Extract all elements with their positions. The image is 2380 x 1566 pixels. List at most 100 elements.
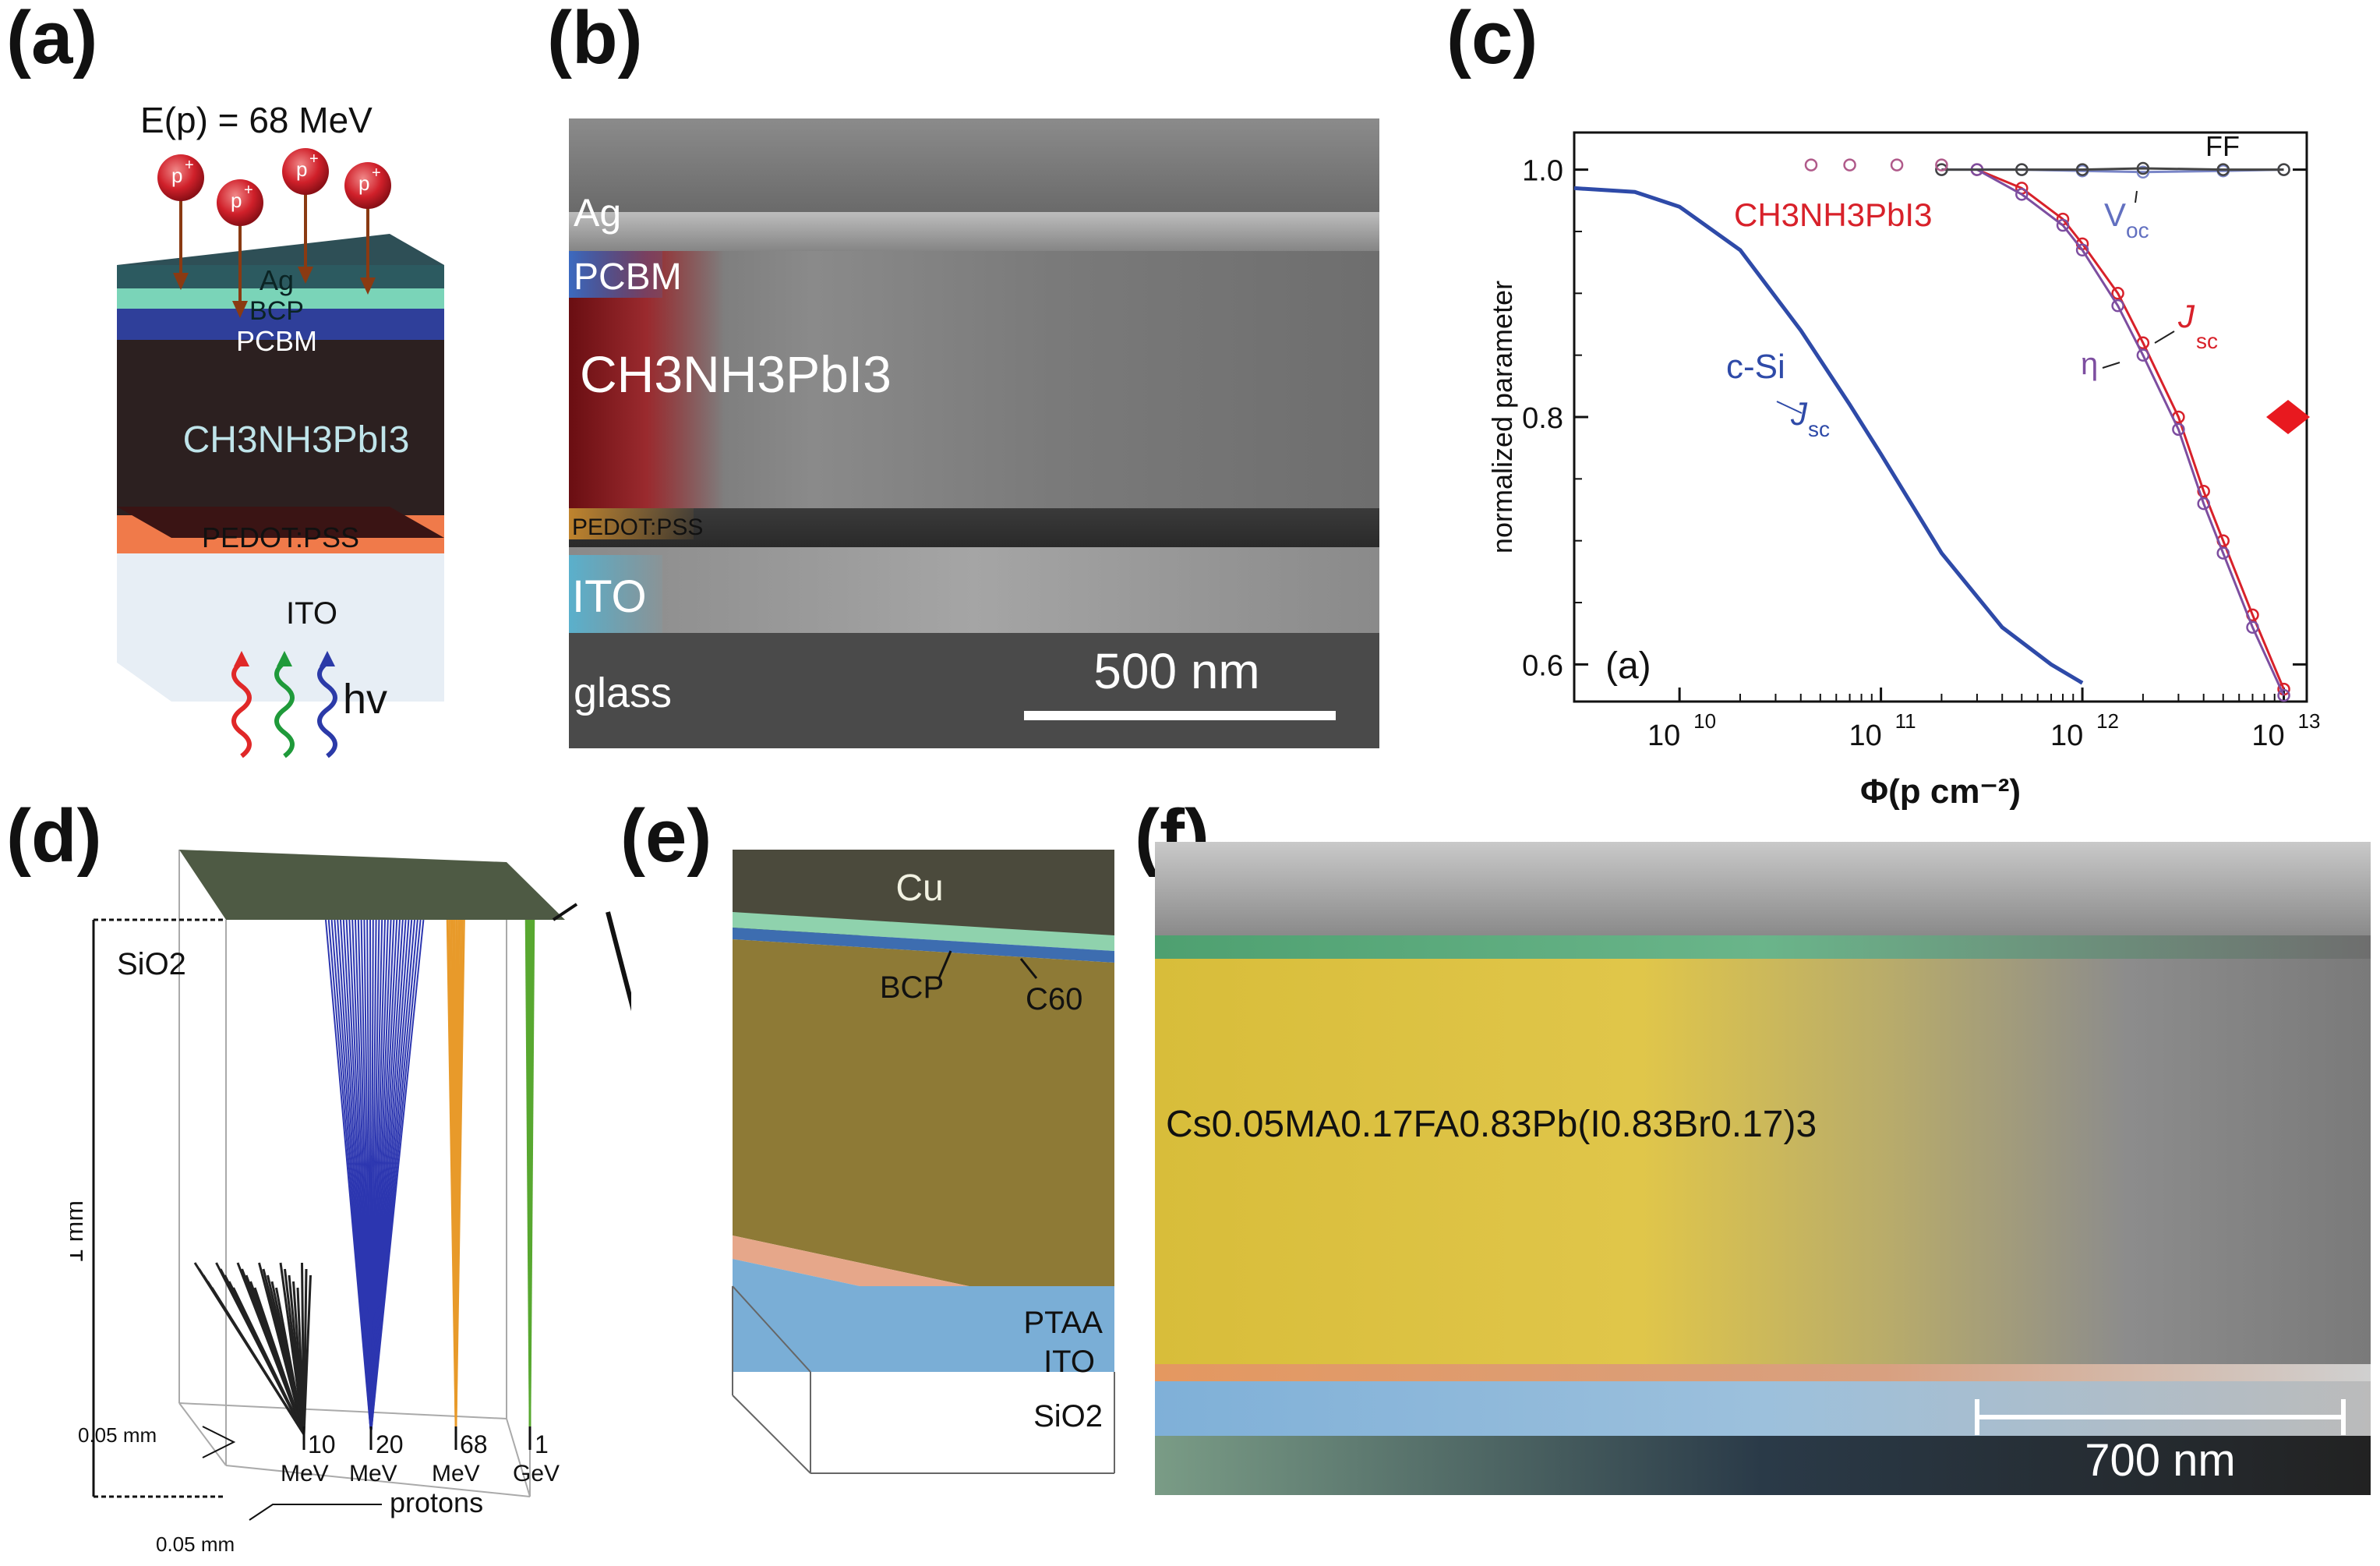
width-scale (202, 1426, 382, 1521)
sem-perovskite-layer (1155, 959, 2371, 1364)
sem-label-pcbm: PCBM (574, 256, 682, 298)
label-ito: ITO (286, 596, 337, 631)
energy-3-num: 68 (460, 1430, 488, 1458)
sem-label-perovskite: CH3NH3PbI3 (580, 345, 892, 403)
x-tick-label: 10 (2050, 719, 2083, 752)
x-tick-exponent: 11 (1895, 709, 1916, 733)
series-layer (1573, 158, 2311, 702)
y-axis-label: normalized parameter (1486, 281, 1518, 553)
layer-perovskite (733, 939, 1114, 1317)
x-tick-label: 10 (1647, 719, 1680, 752)
sem-pcbm-overlay (569, 251, 662, 298)
annotation-perovskite: CH3NH3PbI3 (1734, 196, 1932, 233)
proton-charge: + (372, 164, 381, 182)
formula-label: Cs0.05MA0.17FA0.83Pb(I0.83Br0.17)3 (1166, 1104, 1817, 1145)
data-point (2172, 422, 2185, 437)
annotation-jsc-perov: J (2177, 298, 2195, 334)
data-point (2136, 165, 2150, 179)
layer-pcbm (117, 309, 444, 340)
proton-track (210, 1287, 305, 1435)
panel-label-a: (a) (6, 0, 98, 80)
plot-frame (1573, 131, 2308, 703)
proton-charge: + (244, 182, 253, 199)
data-point (2015, 188, 2029, 201)
energy-1-unit: MeV (281, 1461, 329, 1486)
scale-bar (1977, 1415, 2343, 1419)
x-tick-exponent: 12 (2096, 709, 2119, 733)
data-point (2216, 546, 2230, 560)
data-point (2075, 163, 2089, 176)
data-point (2056, 218, 2070, 232)
panel-b-sem-image: Ag PCBM CH3NH3PbI3 PEDOT:PSS ITO glass 5… (569, 118, 1379, 748)
energy-4-num: 1 (535, 1430, 549, 1458)
sem-glass (569, 633, 1379, 748)
leader-line (2154, 331, 2175, 344)
panel-label-c: (c) (1446, 0, 1538, 80)
layer-ag (117, 265, 444, 288)
sem-top-surface (1155, 842, 2371, 935)
data-point (1804, 158, 1818, 171)
depth-scale (92, 918, 226, 1498)
proton-track (528, 919, 535, 1435)
y-tick-label: 0.6 (1522, 649, 1563, 682)
label-sio2: SiO2 (1033, 1399, 1103, 1433)
proton-symbol: p (231, 189, 242, 212)
data-point (2136, 161, 2150, 175)
sem-orange-layer (1155, 1364, 2371, 1381)
label-bcp: BCP (880, 970, 944, 1005)
data-point (2277, 163, 2290, 176)
panel-label-b: (b) (547, 0, 643, 80)
proton-track (370, 919, 425, 1435)
series-line (1573, 186, 2084, 685)
annotation-voc-sub: oc (2126, 218, 2149, 242)
proton-symbol: p (171, 164, 182, 187)
layer-c60 (733, 928, 1114, 963)
label-ito: ITO (1043, 1345, 1095, 1379)
sem-blue-layer (1155, 1381, 2371, 1436)
proton-3 (282, 148, 329, 284)
proton-track (302, 1274, 312, 1435)
label-ag: Ag (260, 264, 294, 296)
sem-label-pedot: PEDOT:PSS (572, 514, 704, 540)
zoom-line (552, 903, 578, 921)
layer-bcp (117, 288, 444, 309)
leader-line (1776, 401, 1803, 414)
zoom-line (606, 911, 631, 1012)
annotation-ff: FF (2205, 130, 2240, 162)
proton-track (275, 1287, 305, 1435)
proton-track (232, 1287, 305, 1435)
data-point (2111, 287, 2124, 300)
proton-charge: + (309, 150, 319, 168)
label-ptaa: PTAA (1023, 1306, 1103, 1340)
label-cu: Cu (895, 868, 943, 909)
data-point (1935, 158, 1948, 171)
x-axis-label: Φ(p cm⁻²) (1860, 772, 2021, 811)
label-perovskite: CH3NH3PbI3 (183, 419, 410, 461)
energy-label: E(p) = 68 MeV (140, 100, 373, 140)
width-label-1: 0.05 mm (78, 1423, 157, 1447)
annotation-eta: η (2081, 347, 2098, 381)
x-tick-label: 10 (2251, 719, 2284, 752)
sem-pedot-band (569, 508, 1379, 547)
sem-label-ag: Ag (574, 191, 622, 235)
data-point (2216, 163, 2230, 176)
sem-ag-layer (569, 212, 1379, 251)
energy-2-num: 20 (376, 1430, 404, 1458)
layer-bcp (733, 912, 1114, 951)
substrate-outline (732, 1285, 1115, 1474)
scale-bar-end (1975, 1399, 1979, 1435)
sio2-label: SiO2 (117, 947, 186, 981)
depth-label: 1 mm (70, 1200, 88, 1263)
energy-2-unit: MeV (349, 1461, 397, 1486)
x-tick-exponent: 10 (1693, 709, 1716, 733)
x-tick-exponent: 13 (2298, 709, 2321, 733)
energy-1-num: 10 (308, 1430, 336, 1458)
proton-track (253, 1287, 305, 1435)
width-label-2: 0.05 mm (156, 1532, 235, 1556)
x-tick-label: 10 (1849, 719, 1881, 752)
leader-line (1019, 958, 1038, 979)
series-line (1976, 168, 2285, 690)
panel-e-device-stack: Cu BCP C60 PTAA ITO SiO2 (732, 850, 1115, 1474)
panel-a-device-schematic: E(p) = 68 MeV Ag BCP PCBM CH3NH3PbI3 PED… (117, 100, 444, 758)
